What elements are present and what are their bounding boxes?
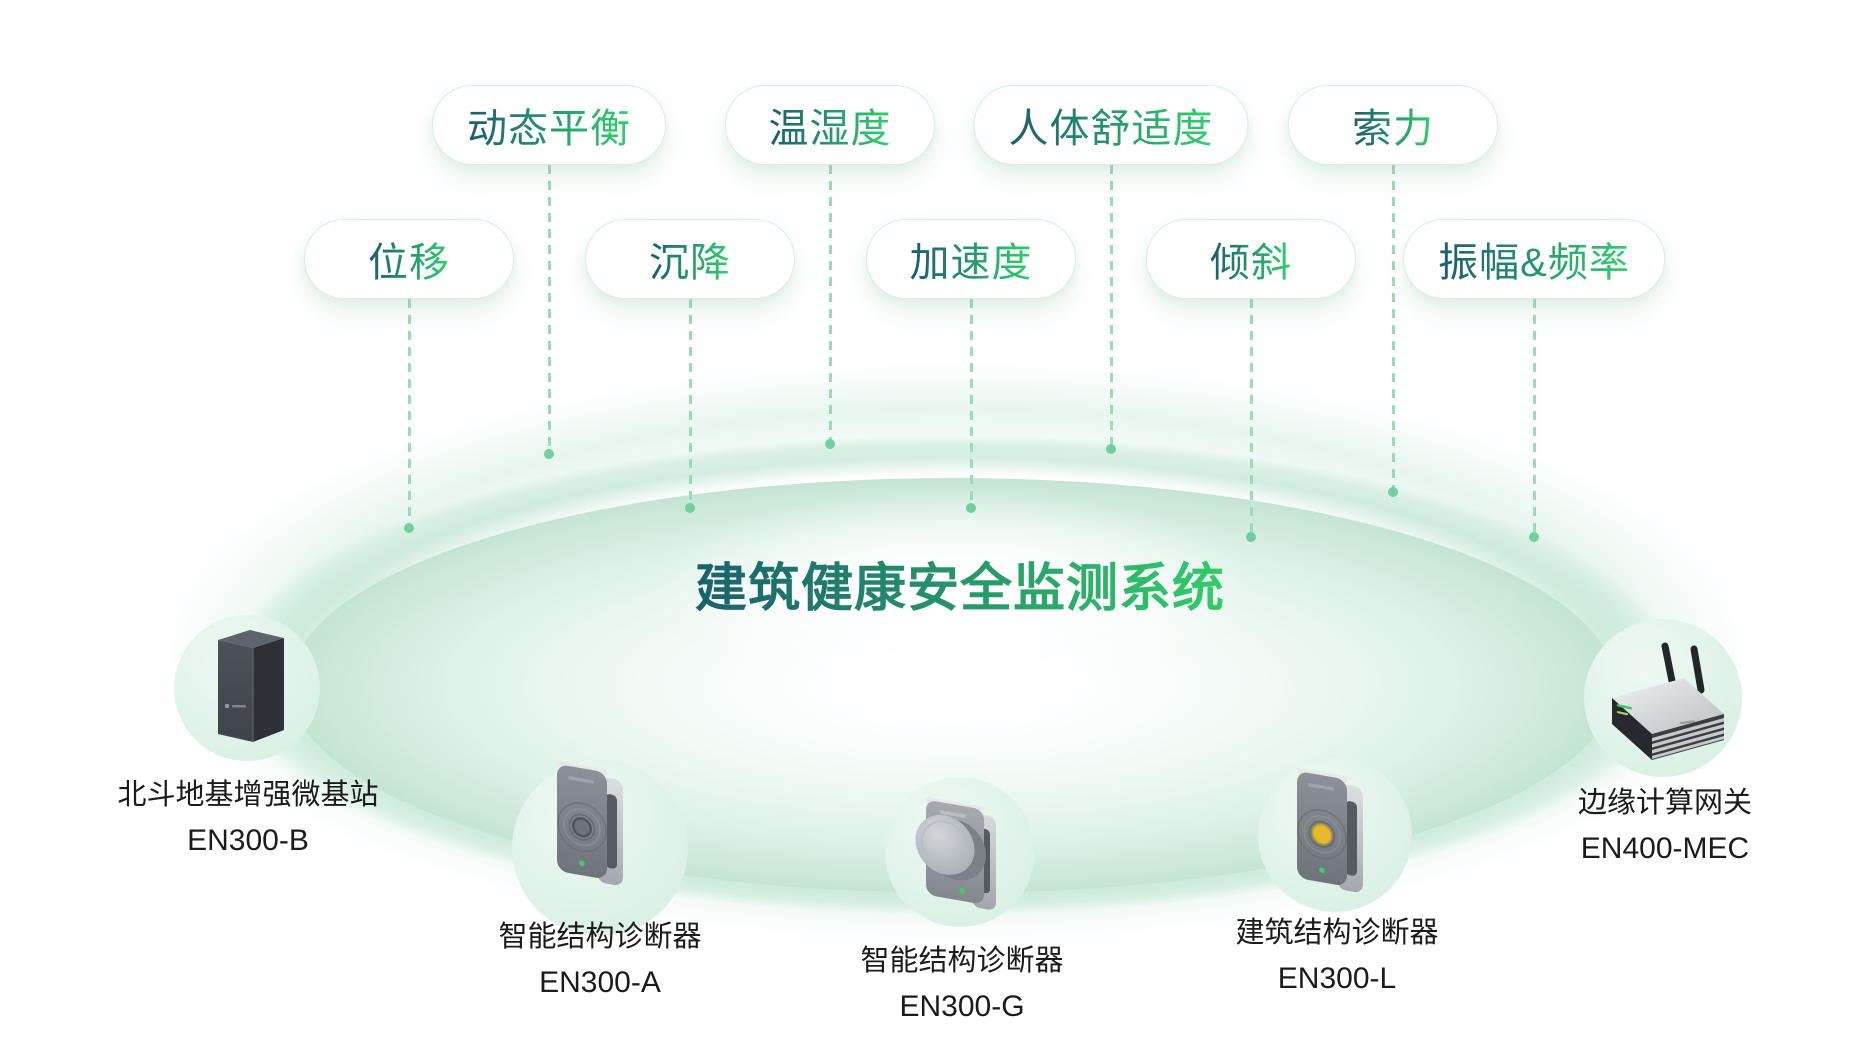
tag-pill-human-comfort: 人体舒适度	[973, 85, 1249, 165]
connector-line	[1106, 165, 1117, 454]
tag-label: 动态平衡	[467, 96, 631, 154]
device-illustration-en300-a	[557, 761, 623, 886]
tag-label: 人体舒适度	[1009, 96, 1214, 154]
device-label-en300-l: 建筑结构诊断器 EN300-L	[1127, 910, 1547, 1002]
device-label-en300-b: 北斗地基增强微基站 EN300-B	[38, 772, 458, 864]
connector-dot	[1529, 532, 1540, 542]
connector-line	[544, 165, 555, 459]
connector-dot	[825, 439, 836, 449]
connector-line	[825, 165, 836, 449]
device-name: 北斗地基增强微基站	[117, 779, 379, 811]
connector-line	[1529, 299, 1540, 542]
connector-dot	[1106, 444, 1117, 454]
connector-dot	[544, 449, 555, 459]
tag-label: 位移	[368, 230, 450, 288]
device-model: EN300-B	[187, 824, 309, 857]
connector-line	[1246, 299, 1257, 542]
tag-label: 振幅&频率	[1438, 230, 1630, 288]
connector-line	[685, 299, 696, 513]
connector-dot	[685, 503, 696, 513]
device-model: EN300-G	[899, 990, 1025, 1023]
connector-dot	[1388, 487, 1399, 497]
device-name: 建筑结构诊断器	[1235, 917, 1439, 949]
tag-label: 加速度	[910, 230, 1033, 288]
tag-pill-settlement: 沉降	[585, 219, 795, 299]
tag-label: 索力	[1352, 96, 1434, 154]
tag-pill-tilt: 倾斜	[1146, 219, 1356, 299]
device-model: EN400-MEC	[1580, 832, 1750, 865]
tag-pill-amplitude-freq: 振幅&频率	[1403, 219, 1665, 299]
connector-dot	[1246, 532, 1257, 542]
device-illustration-en300-b	[218, 630, 284, 742]
device-illustration-en300-l	[1297, 768, 1363, 893]
title-glow	[655, 488, 1255, 693]
device-model: EN300-A	[539, 966, 661, 999]
tag-pill-temp-humidity: 温湿度	[725, 85, 935, 165]
device-name: 智能结构诊断器	[860, 945, 1064, 977]
connector-line	[1388, 165, 1399, 497]
device-label-en300-a: 智能结构诊断器 EN300-A	[390, 914, 810, 1006]
tag-label: 温湿度	[769, 96, 892, 154]
device-label-en300-g: 智能结构诊断器 EN300-G	[752, 938, 1172, 1030]
tag-pill-displacement: 位移	[304, 219, 514, 299]
tag-label: 倾斜	[1210, 230, 1292, 288]
device-illustration-en400-mec	[1612, 642, 1724, 760]
tag-pill-dynamic-balance: 动态平衡	[432, 85, 666, 165]
device-name: 边缘计算网关	[1577, 787, 1752, 819]
tag-pill-acceleration: 加速度	[866, 219, 1076, 299]
device-label-en400-mec: 边缘计算网关 EN400-MEC	[1455, 780, 1874, 872]
tag-pill-cable-force: 索力	[1288, 85, 1498, 165]
connector-line	[966, 299, 977, 513]
connector-dot	[404, 523, 415, 533]
connector-line	[404, 299, 415, 533]
connector-dot	[966, 503, 977, 513]
device-model: EN300-L	[1277, 962, 1397, 995]
device-name: 智能结构诊断器	[498, 921, 702, 953]
device-illustration-en300-g	[915, 797, 996, 910]
tag-label: 沉降	[649, 230, 731, 288]
system-title: 建筑健康安全监测系统	[660, 546, 1260, 621]
